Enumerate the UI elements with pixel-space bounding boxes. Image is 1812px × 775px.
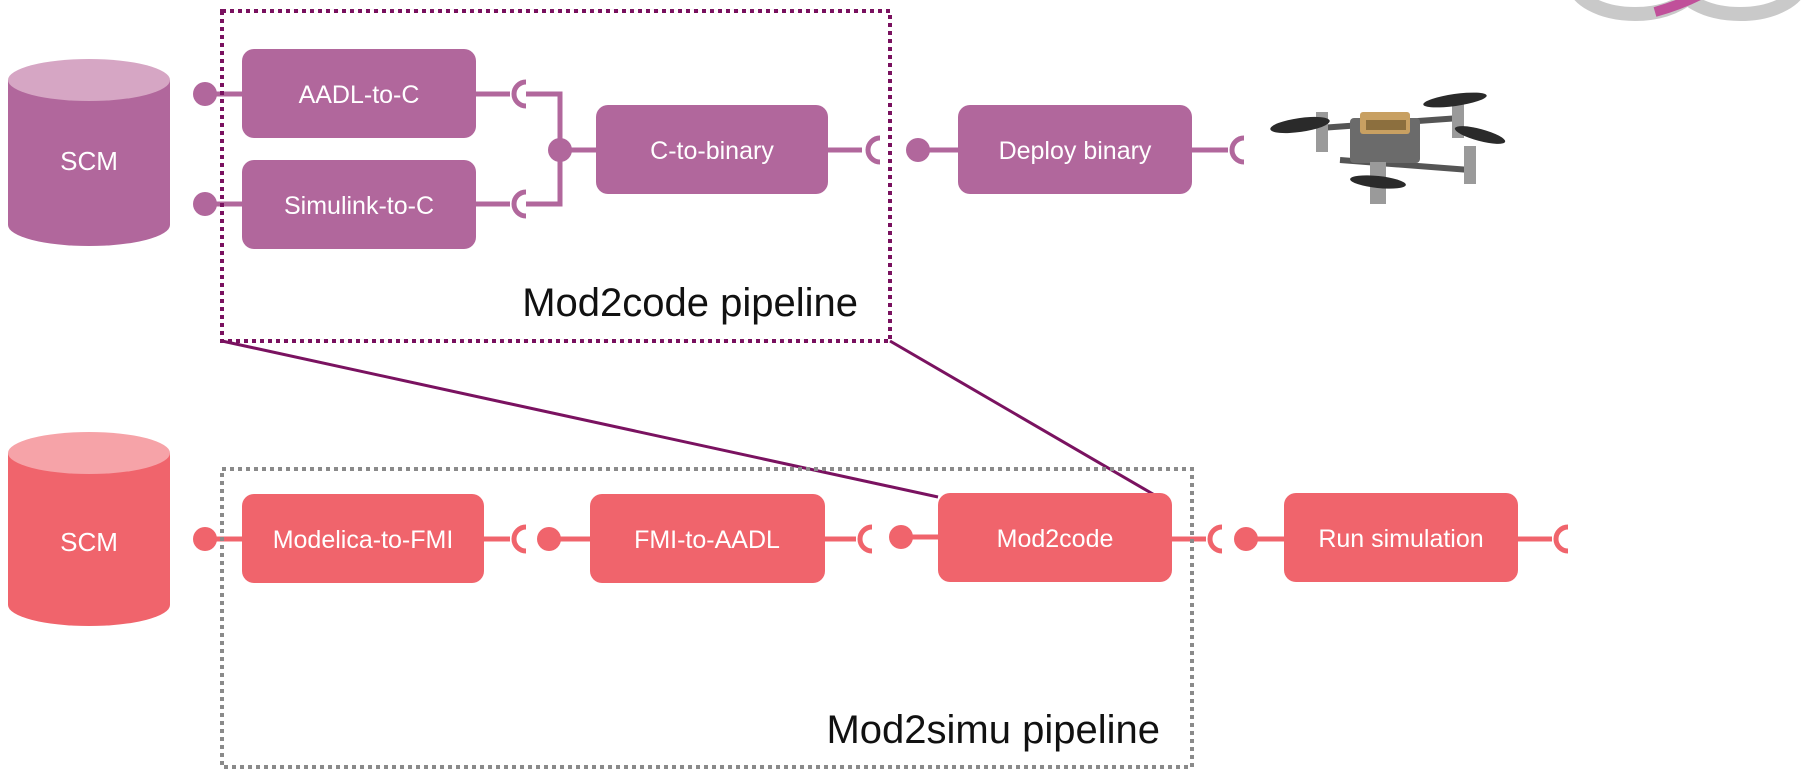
scm-database-bottom[interactable]: SCM [8, 432, 170, 626]
aadl-to-c-label: AADL-to-C [299, 81, 420, 109]
mod2code-label: Mod2code [997, 525, 1114, 553]
c-to-binary-socket [828, 135, 881, 165]
deploy-binary-box[interactable]: Deploy binary [958, 105, 1192, 194]
deploy-binary-socket [1192, 135, 1245, 165]
run-simulation-box[interactable]: Run simulation [1284, 493, 1518, 582]
port-ball [537, 527, 561, 551]
fmi-to-aadl-box[interactable]: FMI-to-AADL [590, 494, 825, 583]
mod2code-pipeline-label: Mod2code pipeline [522, 281, 858, 325]
mod2simu-pipeline-frame [220, 467, 1194, 769]
run-simulation-label: Run simulation [1318, 525, 1483, 553]
simulink-to-c-label: Simulink-to-C [284, 192, 434, 220]
simulink-to-c-box[interactable]: Simulink-to-C [242, 160, 476, 249]
port-ball [548, 138, 572, 162]
scm-label-top: SCM [60, 146, 118, 176]
scm-database-top[interactable]: SCM [8, 59, 170, 246]
modelica-to-fmi-box[interactable]: Modelica-to-FMI [242, 494, 484, 583]
fmi-to-aadl-socket [825, 524, 873, 554]
c-to-binary-label: C-to-binary [650, 137, 774, 165]
scm-provided-ports-top [205, 91, 245, 207]
scm-label-bottom: SCM [60, 527, 118, 557]
modelica-to-fmi-label: Modelica-to-FMI [273, 526, 454, 554]
c-to-binary-box[interactable]: C-to-binary [596, 105, 828, 194]
port-ball [906, 138, 930, 162]
port-ball [193, 192, 217, 216]
mod2simu-pipeline-label: Mod2simu pipeline [826, 708, 1160, 752]
infinity-logo-icon [1574, 0, 1801, 21]
merge-connector [476, 79, 598, 219]
modelica-to-fmi-socket [484, 524, 527, 554]
mod2code-box[interactable]: Mod2code [938, 493, 1172, 582]
port-ball [193, 82, 217, 106]
mod2code-socket [1172, 524, 1223, 554]
port-ball [193, 527, 217, 551]
run-simulation-socket [1518, 524, 1569, 554]
port-ball [889, 525, 913, 549]
port-ball [1234, 527, 1258, 551]
fmi-to-aadl-label: FMI-to-AADL [634, 526, 780, 554]
quadcopter-drone-icon [1270, 92, 1506, 204]
deploy-binary-label: Deploy binary [999, 137, 1152, 165]
mod2code-pipeline-frame [220, 9, 892, 343]
aadl-to-c-box[interactable]: AADL-to-C [242, 49, 476, 138]
zoom-connector-lines [221, 339, 1159, 499]
